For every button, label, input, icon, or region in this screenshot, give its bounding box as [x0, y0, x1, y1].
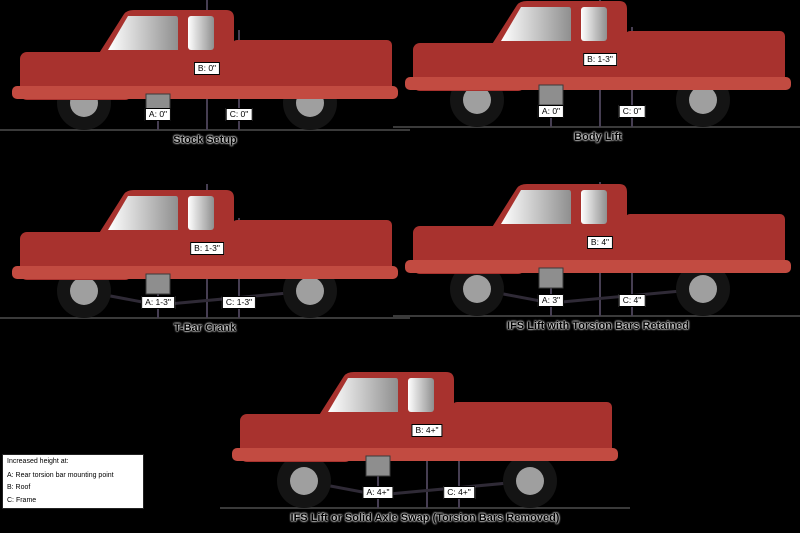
truck-panel-ifs-retained: B: 4" A: 3" C: 4" IFS Lift with Torsion … [393, 166, 800, 356]
suspension-links [302, 479, 532, 497]
label-roof-height: B: 4+" [411, 424, 443, 438]
label-torsion-mount-height: A: 0" [144, 108, 172, 122]
truck-panel-ifs-removed: B: 4+" A: 4+" C: 4+" IFS Lift or Solid A… [220, 358, 630, 533]
truck-caption: T-Bar Crank [173, 322, 237, 334]
truck-caption: Body Lift [574, 131, 622, 143]
label-roof-height: B: 0" [193, 62, 221, 76]
truck-caption: IFS Lift with Torsion Bars Retained [507, 320, 689, 332]
label-frame-height: C: 4" [618, 294, 646, 308]
legend-item-b: B: Roof [7, 484, 31, 492]
wheels [277, 454, 557, 508]
truck-panel-body-lift: B: 1-3" A: 0" C: 0" Body Lift [393, 0, 800, 167]
legend-item-c: C: Frame [7, 497, 37, 505]
label-roof-height: B: 1-3" [190, 242, 224, 256]
legend-title: Increased height at: [7, 458, 69, 465]
truck-illustration [220, 371, 630, 509]
legend-box: Increased height at: A: Rear torsion bar… [2, 454, 144, 509]
label-roof-height: B: 4" [586, 236, 614, 250]
label-torsion-mount-height: A: 1-3" [141, 296, 175, 310]
label-torsion-mount-height: A: 0" [537, 105, 565, 119]
truck-panel-tbar-crank: B: 1-3" A: 1-3" C: 1-3" T-Bar Crank [0, 168, 410, 358]
label-frame-height: C: 1-3" [221, 296, 257, 310]
suspension-links [82, 289, 312, 307]
label-torsion-mount-height: A: 4+" [362, 486, 394, 500]
label-roof-height: B: 1-3" [583, 53, 617, 67]
label-frame-height: C: 0" [618, 105, 646, 119]
label-frame-height: C: 0" [225, 108, 253, 122]
truck-caption: IFS Lift or Solid Axle Swap (Torsion Bar… [290, 512, 560, 524]
truck-panel-stock: B: 0" A: 0" C: 0" Stock Setup [0, 0, 410, 170]
label-torsion-mount-height: A: 3" [537, 294, 565, 308]
label-frame-height: C: 4+" [443, 486, 475, 500]
suspension-links [475, 287, 705, 305]
truck-caption: Stock Setup [173, 134, 237, 146]
legend-item-a: A: Rear torsion bar mounting point [7, 471, 114, 479]
